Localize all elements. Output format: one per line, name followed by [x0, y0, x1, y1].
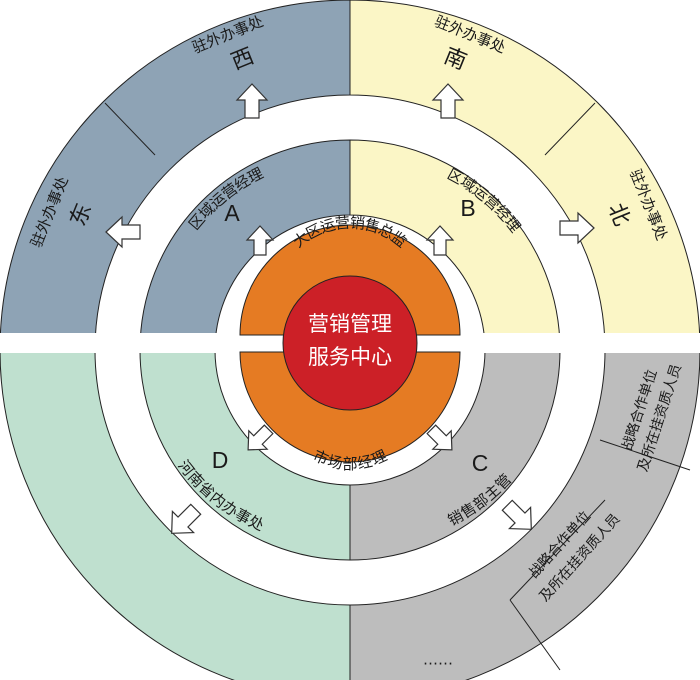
middle-a-letter: A	[224, 200, 240, 226]
arrow-inner-down-right-icon	[426, 424, 453, 451]
outer-divider-nw	[104, 102, 156, 156]
arrow-inner-up-left-icon	[245, 225, 275, 256]
middle-b-letter: B	[460, 195, 475, 221]
se-more-text: ……	[423, 651, 453, 669]
outer-divider-se1	[599, 439, 691, 471]
middle-a-segment	[139, 139, 351, 351]
middle-d-segment	[139, 349, 351, 561]
arrow-up-left-icon	[235, 83, 269, 119]
arrow-outer-down-left-icon	[171, 503, 202, 534]
middle-d-letter: D	[212, 447, 229, 473]
center-line2: 服务中心	[308, 345, 392, 369]
outer-west-segment	[0, 0, 351, 351]
middle-c-segment	[349, 349, 561, 561]
arrow-up-right-icon	[431, 83, 465, 119]
outer-divider-se3	[509, 599, 561, 671]
arrow-right-icon	[559, 211, 595, 245]
middle-c-letter: C	[472, 450, 489, 476]
arrow-inner-down-left-icon	[247, 424, 274, 451]
arrow-outer-down-right-icon	[501, 499, 532, 530]
outer-divider-ne	[544, 102, 596, 156]
arrow-inner-up-right-icon	[425, 225, 455, 256]
center-circle	[282, 275, 418, 411]
arrow-left-icon	[105, 215, 141, 249]
outer-divider-se2	[509, 499, 606, 601]
outer-sw-segment	[0, 349, 351, 680]
center-line1: 营销管理	[308, 312, 392, 336]
